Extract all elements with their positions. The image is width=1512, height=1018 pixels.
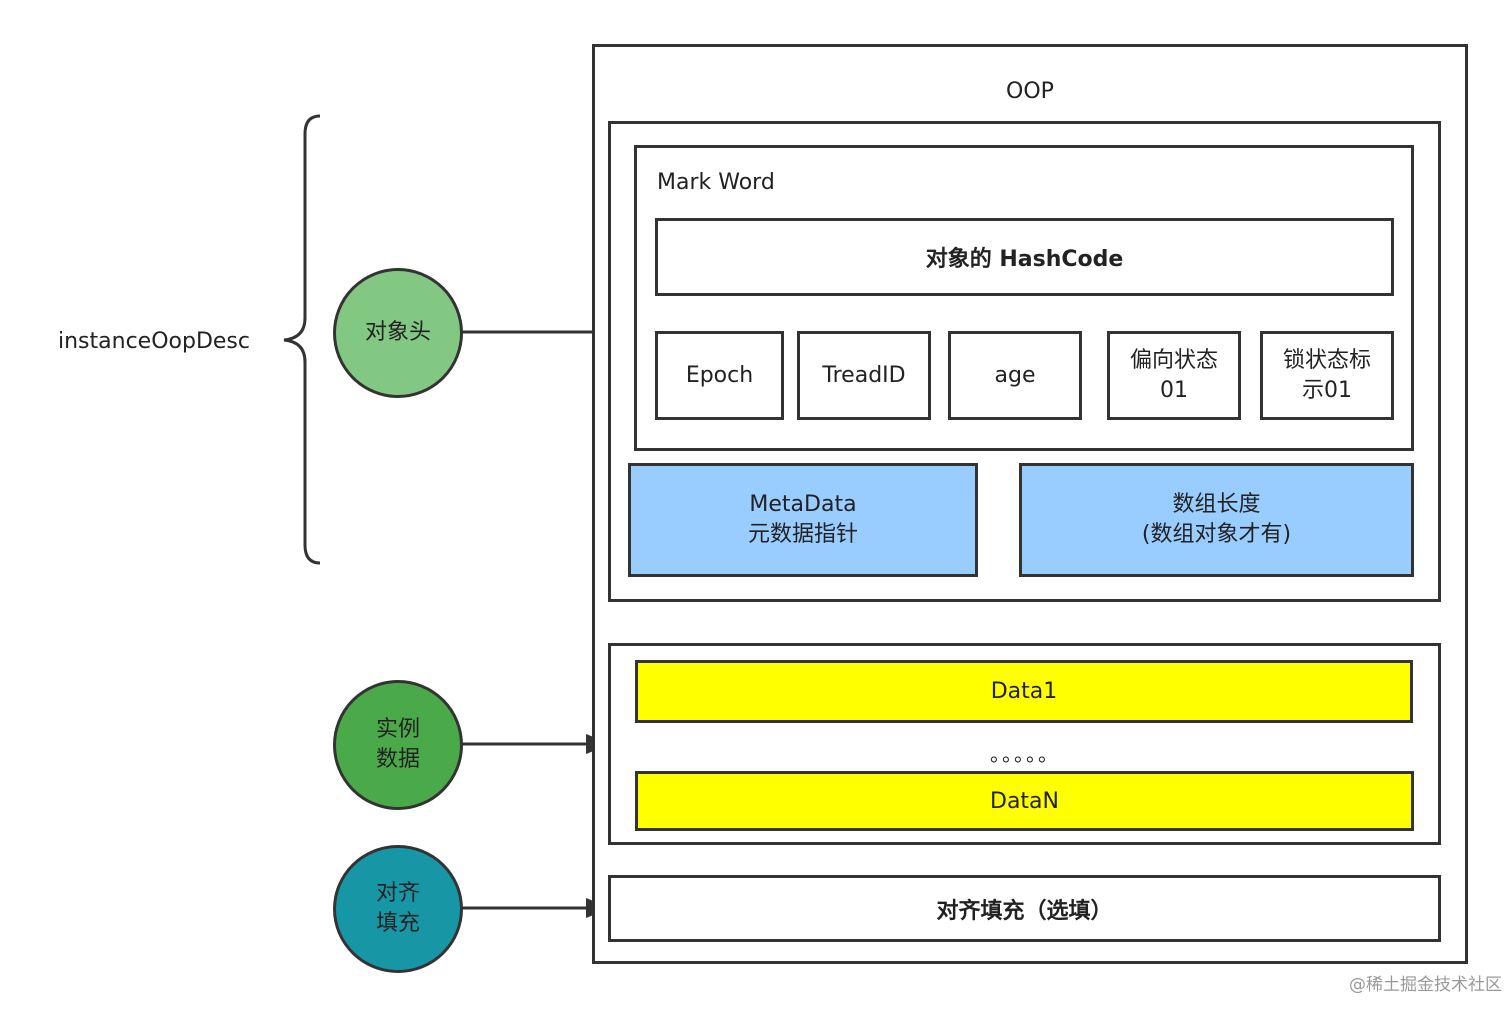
padding-box: 对齐填充（选填） — [608, 875, 1441, 942]
field-biased-state: 偏向状态 01 — [1107, 331, 1241, 420]
field-epoch-label: Epoch — [685, 363, 754, 388]
field-age: age — [948, 331, 1082, 420]
instance-oop-desc-label: instanceOopDesc — [58, 329, 250, 354]
header-circle-label: 对象头 — [364, 320, 431, 345]
instance-data-circle: 实例 数据 — [333, 680, 463, 810]
hashcode-box: 对象的 HashCode — [655, 218, 1394, 296]
array-length-box: 数组长度 (数组对象才有) — [1019, 463, 1414, 577]
field-thread-id-label: TreadID — [822, 363, 906, 388]
padding-label: 对齐填充（选填） — [936, 898, 1113, 924]
padding-circle: 对齐 填充 — [333, 845, 463, 973]
data-last-label: DataN — [990, 788, 1059, 814]
metadata-box: MetaData 元数据指针 — [628, 463, 978, 577]
oop-title: OOP — [1006, 78, 1054, 104]
padding-circle-label: 对齐 填充 — [375, 881, 420, 936]
field-age-label: age — [994, 363, 1036, 388]
metadata-label: MetaData 元数据指针 — [747, 492, 858, 547]
field-biased-state-label: 偏向状态 01 — [1129, 347, 1218, 403]
field-lock-flag-label: 锁状态标 示01 — [1282, 347, 1371, 403]
watermark: @稀土掘金技术社区 — [1349, 975, 1502, 995]
field-lock-flag: 锁状态标 示01 — [1260, 331, 1394, 420]
data-first-label: Data1 — [990, 679, 1058, 704]
ellipsis: 。。。。。 — [990, 741, 1060, 766]
header-circle: 对象头 — [333, 268, 463, 398]
hashcode-label: 对象的 HashCode — [925, 247, 1124, 272]
data-last-box: DataN — [635, 771, 1414, 831]
instance-data-circle-label: 实例 数据 — [375, 717, 420, 772]
field-epoch: Epoch — [655, 331, 784, 420]
curly-brace — [283, 114, 321, 565]
data-first-box: Data1 — [635, 660, 1413, 723]
array-length-label: 数组长度 (数组对象才有) — [1141, 492, 1292, 547]
field-thread-id: TreadID — [797, 331, 931, 420]
mark-word-title: Mark Word — [657, 170, 775, 195]
